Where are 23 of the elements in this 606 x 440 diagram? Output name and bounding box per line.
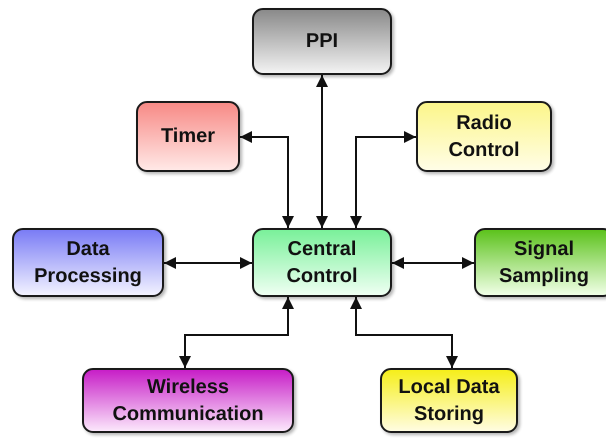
process-box <box>416 101 552 172</box>
box-label: Signal Sampling <box>498 236 590 288</box>
arrow <box>316 75 328 228</box>
box-label: Local Data Storing <box>397 374 501 426</box>
arrow <box>392 257 474 269</box>
process-box <box>252 228 392 297</box>
process-box <box>380 368 518 433</box>
arrow <box>350 131 416 228</box>
process-box <box>136 101 240 172</box>
arrow <box>350 297 458 368</box>
box-label: PPI <box>306 29 338 54</box>
arrow <box>240 131 294 228</box>
process-box <box>474 228 606 297</box>
process-box <box>252 8 392 75</box>
arrow <box>164 257 252 269</box>
box-label: Data Processing <box>33 236 143 288</box>
box-label: Central Control <box>285 236 359 288</box>
arrow <box>179 297 294 368</box>
box-label: Radio Control <box>447 110 521 162</box>
box-label: Timer <box>160 124 216 149</box>
process-box <box>82 368 294 433</box>
box-label: Wireless Communication <box>111 374 265 426</box>
process-box <box>12 228 164 297</box>
